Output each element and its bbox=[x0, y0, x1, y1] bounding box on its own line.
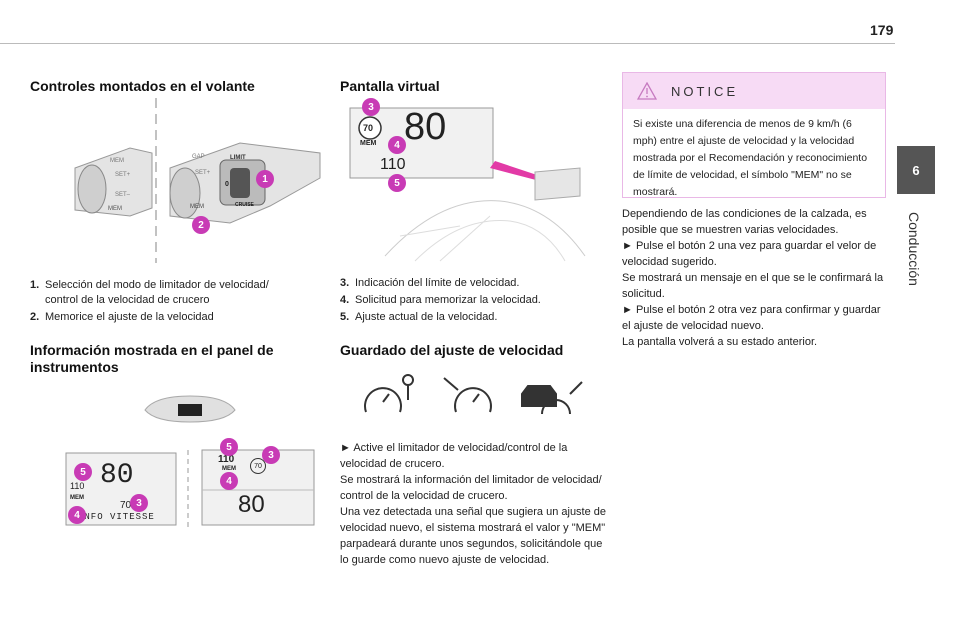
press-again-step: ► Pulse el botón 2 otra vez para confirm… bbox=[622, 304, 881, 332]
saving-step: ► Active el limitador de velocidad/contr… bbox=[340, 442, 568, 470]
right-display-current: 110 bbox=[218, 454, 235, 465]
steering-list: 1. Selección del modo de limitador de ve… bbox=[30, 278, 300, 327]
list-item: 1. Selección del modo de limitador de ve… bbox=[30, 279, 269, 306]
svg-text:SET–: SET– bbox=[115, 192, 131, 198]
notice-box: NOTICE Si existe una diferencia de menos… bbox=[622, 72, 886, 198]
list-item: 2. Memorice el ajuste de la velocidad bbox=[30, 311, 214, 323]
press-once-step: ► Pulse el botón 2 una vez para guardar … bbox=[622, 240, 877, 268]
right-display-speed: 80 bbox=[238, 491, 265, 518]
callout-4: 4 bbox=[388, 136, 406, 154]
virtual-mem: MEM bbox=[360, 140, 377, 147]
instrument-panel-figure: 80 110 MEM 70 INFO VITESSE 110 MEM 70 80… bbox=[60, 388, 320, 528]
list-item: 4. Solicitud para memorizar la velocidad… bbox=[340, 294, 541, 306]
saving-info: Se mostrará la información del limitador… bbox=[340, 474, 602, 502]
list-item: 5. Ajuste actual de la velocidad. bbox=[340, 311, 498, 323]
callout-2: 2 bbox=[192, 216, 210, 234]
steering-heading: Controles montados en el volante bbox=[30, 78, 255, 94]
virtual-current: 110 bbox=[380, 156, 406, 173]
notice-title: NOTICE bbox=[671, 83, 739, 99]
chapter-title: Conducción bbox=[906, 212, 922, 286]
callout-4: 4 bbox=[220, 472, 238, 490]
speed-limiter-icon bbox=[364, 374, 414, 413]
callout-3: 3 bbox=[130, 494, 148, 512]
display-return: La pantalla volverá a su estado anterior… bbox=[622, 336, 818, 348]
callout-3: 3 bbox=[362, 98, 380, 116]
warning-triangle-icon bbox=[637, 82, 657, 100]
left-display-current: 110 bbox=[70, 481, 85, 491]
virtual-limit: 70 bbox=[363, 123, 374, 133]
svg-text:MEM: MEM bbox=[108, 206, 122, 212]
virtual-speed: 80 bbox=[404, 106, 447, 148]
virtual-list: 3. Indicación del límite de velocidad. 4… bbox=[340, 276, 610, 327]
virtual-heading: Pantalla virtual bbox=[340, 78, 440, 94]
left-display-footer: INFO VITESSE bbox=[78, 512, 155, 522]
callout-3: 3 bbox=[262, 446, 280, 464]
svg-text:MEM: MEM bbox=[190, 204, 204, 210]
svg-text:0: 0 bbox=[225, 181, 229, 188]
callout-1: 1 bbox=[256, 170, 274, 188]
right-display-mem: MEM bbox=[222, 466, 236, 472]
svg-text:GAP: GAP bbox=[192, 154, 205, 160]
confirmation-message: Se mostrará un mensaje en el que se le c… bbox=[622, 272, 884, 300]
saving-heading: Guardado del ajuste de velocidad bbox=[340, 342, 564, 358]
saving-text: ► Active el limitador de velocidad/contr… bbox=[340, 440, 608, 568]
svg-text:SET+: SET+ bbox=[115, 172, 131, 178]
cruise-control-icon bbox=[443, 377, 492, 413]
page-number: 179 bbox=[870, 22, 894, 38]
svg-text:CRUISE: CRUISE bbox=[235, 202, 255, 208]
chapter-tab[interactable]: 6 bbox=[897, 146, 935, 194]
saving-detail: Una vez detectada una señal que sugiera … bbox=[340, 506, 607, 566]
virtual-display-figure: 70 MEM 80 110 3 4 5 bbox=[340, 96, 600, 266]
right-col-text: Dependiendo de las condiciones de la cal… bbox=[622, 206, 888, 350]
svg-text:MEM: MEM bbox=[110, 158, 124, 164]
svg-text:LIMIT: LIMIT bbox=[230, 155, 246, 161]
callout-5: 5 bbox=[220, 438, 238, 456]
panel-heading: Información mostrada en el panel de inst… bbox=[30, 342, 274, 375]
right-display-limit: 70 bbox=[250, 458, 266, 474]
svg-text:SET+: SET+ bbox=[195, 170, 211, 176]
conditions-text: Dependiendo de las condiciones de la cal… bbox=[622, 208, 867, 236]
left-display-limit: 70 bbox=[120, 500, 132, 511]
header-rule bbox=[0, 43, 895, 44]
steering-controls-figure: MEM SET+ SET– MEM GAP SET+ MEM LIMIT 0 C… bbox=[70, 98, 325, 263]
left-display-speed: 80 bbox=[100, 460, 134, 491]
callout-4: 4 bbox=[68, 506, 86, 524]
speed-icons-figure bbox=[360, 372, 600, 420]
callout-5: 5 bbox=[74, 463, 92, 481]
list-item: 3. Indicación del límite de velocidad. bbox=[340, 277, 520, 289]
callout-5: 5 bbox=[388, 174, 406, 192]
notice-text: Si existe una diferencia de menos de 9 k… bbox=[633, 118, 868, 198]
adaptive-cruise-icon bbox=[521, 381, 583, 415]
notice-header: NOTICE bbox=[623, 73, 885, 109]
left-display-mem: MEM bbox=[70, 495, 84, 501]
